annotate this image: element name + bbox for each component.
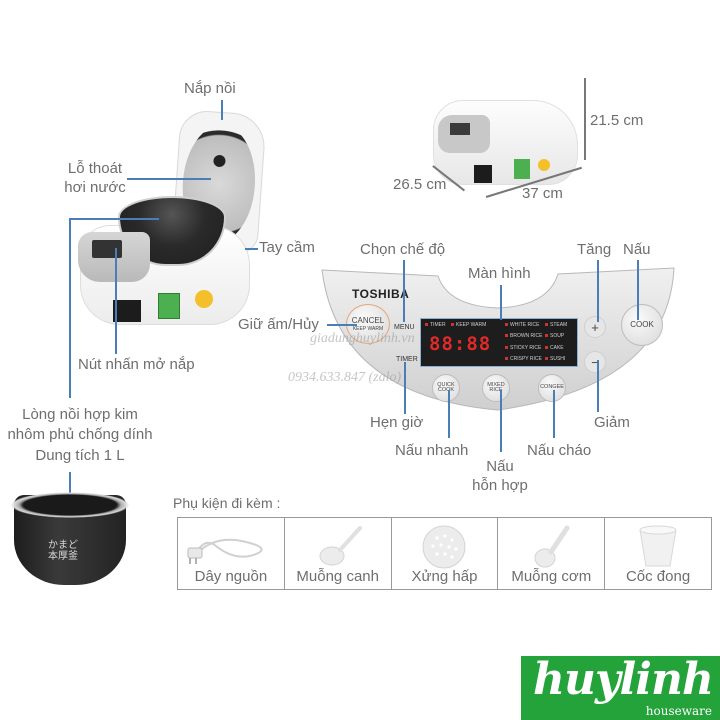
leader-line xyxy=(404,362,406,414)
leader-line xyxy=(597,260,599,322)
label-cook: Nấu xyxy=(623,241,651,258)
accessories-title: Phụ kiện đi kèm : xyxy=(173,495,281,511)
label-keep-warm-cancel: Giữ ấm/Hủy xyxy=(238,316,319,333)
leader-line xyxy=(115,248,117,354)
leader-line xyxy=(597,360,599,412)
label-lid-release-button: Nút nhấn mở nắp xyxy=(78,356,195,373)
leader-line xyxy=(500,390,502,452)
leader-line xyxy=(500,285,502,320)
lcd-display: TIMER KEEP WARM WHITE RICE STEAM BROWN R… xyxy=(420,318,578,367)
rice-paddle-icon xyxy=(534,525,570,568)
accessory-item: Dây nguồn xyxy=(178,518,285,589)
congee-button[interactable]: CONGEE xyxy=(538,374,566,402)
dimension-width: 37 cm xyxy=(522,185,563,202)
dimension-height: 21.5 cm xyxy=(590,112,644,129)
label-inner-pot: Lòng nồi hợp kim nhôm phủ chống dính Dun… xyxy=(7,406,153,464)
steamer-basket-icon xyxy=(422,525,466,569)
ladle-icon xyxy=(319,526,362,566)
accessories-table: Dây nguồn Muỗng canh Xửng hấp Muỗng cơm xyxy=(177,517,712,590)
label-timer: Hẹn giờ xyxy=(370,414,424,431)
leader-line xyxy=(221,100,223,120)
watermark-site: giadunghuylinh.vn xyxy=(310,331,415,346)
increase-button[interactable]: + xyxy=(584,316,606,338)
leader-line xyxy=(637,260,639,320)
time-digits: 88:88 xyxy=(429,333,492,355)
measuring-cup-icon xyxy=(639,525,677,567)
label-mixed-rice: Nấu hỗn hợp xyxy=(472,458,528,494)
leader-line xyxy=(245,248,258,250)
label-screen: Màn hình xyxy=(468,265,531,282)
height-arrow xyxy=(584,78,586,160)
dimension-depth: 26.5 cm xyxy=(393,176,447,193)
mixed-rice-button[interactable]: MIXED RICE xyxy=(482,374,510,402)
brand-logo: TOSHIBA xyxy=(352,287,410,301)
label-congee: Nấu cháo xyxy=(527,442,592,459)
cooker-control-panel xyxy=(78,232,150,282)
leader-line xyxy=(127,178,211,180)
power-cord-icon xyxy=(187,538,263,564)
label-lid: Nắp nồi xyxy=(184,80,236,97)
label-steam-vent: Lỗ thoát hơi nước xyxy=(64,160,126,196)
accessory-item: Cốc đong xyxy=(605,518,711,589)
accessory-item: Xửng hấp xyxy=(392,518,499,589)
label-quick-cook: Nấu nhanh xyxy=(395,442,469,459)
accessory-item: Muỗng cơm xyxy=(498,518,606,589)
accessory-item: Muỗng canh xyxy=(285,518,392,589)
watermark-phone: 0934.633.847 (zalo) xyxy=(288,370,402,385)
leader-line xyxy=(553,390,555,438)
cook-button[interactable]: COOK xyxy=(621,304,663,346)
leader-line xyxy=(448,390,450,438)
menu-button[interactable]: MENU xyxy=(394,324,415,331)
label-handle: Tay cầm xyxy=(259,239,315,256)
label-increase: Tăng xyxy=(577,241,612,258)
label-decrease: Giảm xyxy=(594,414,630,431)
decrease-button[interactable]: − xyxy=(584,351,606,373)
quick-cook-button[interactable]: QUICK COOK xyxy=(432,374,460,402)
leader-line xyxy=(69,218,71,398)
leader-line xyxy=(403,260,405,322)
huylinh-logo: huylinh houseware xyxy=(521,656,720,720)
closed-rice-cooker-image xyxy=(433,82,583,188)
leader-line xyxy=(327,324,357,326)
label-select-mode: Chọn chế độ xyxy=(360,241,446,258)
leader-line xyxy=(69,472,71,494)
leader-line xyxy=(69,218,159,220)
timer-button[interactable]: TIMER xyxy=(396,356,418,363)
